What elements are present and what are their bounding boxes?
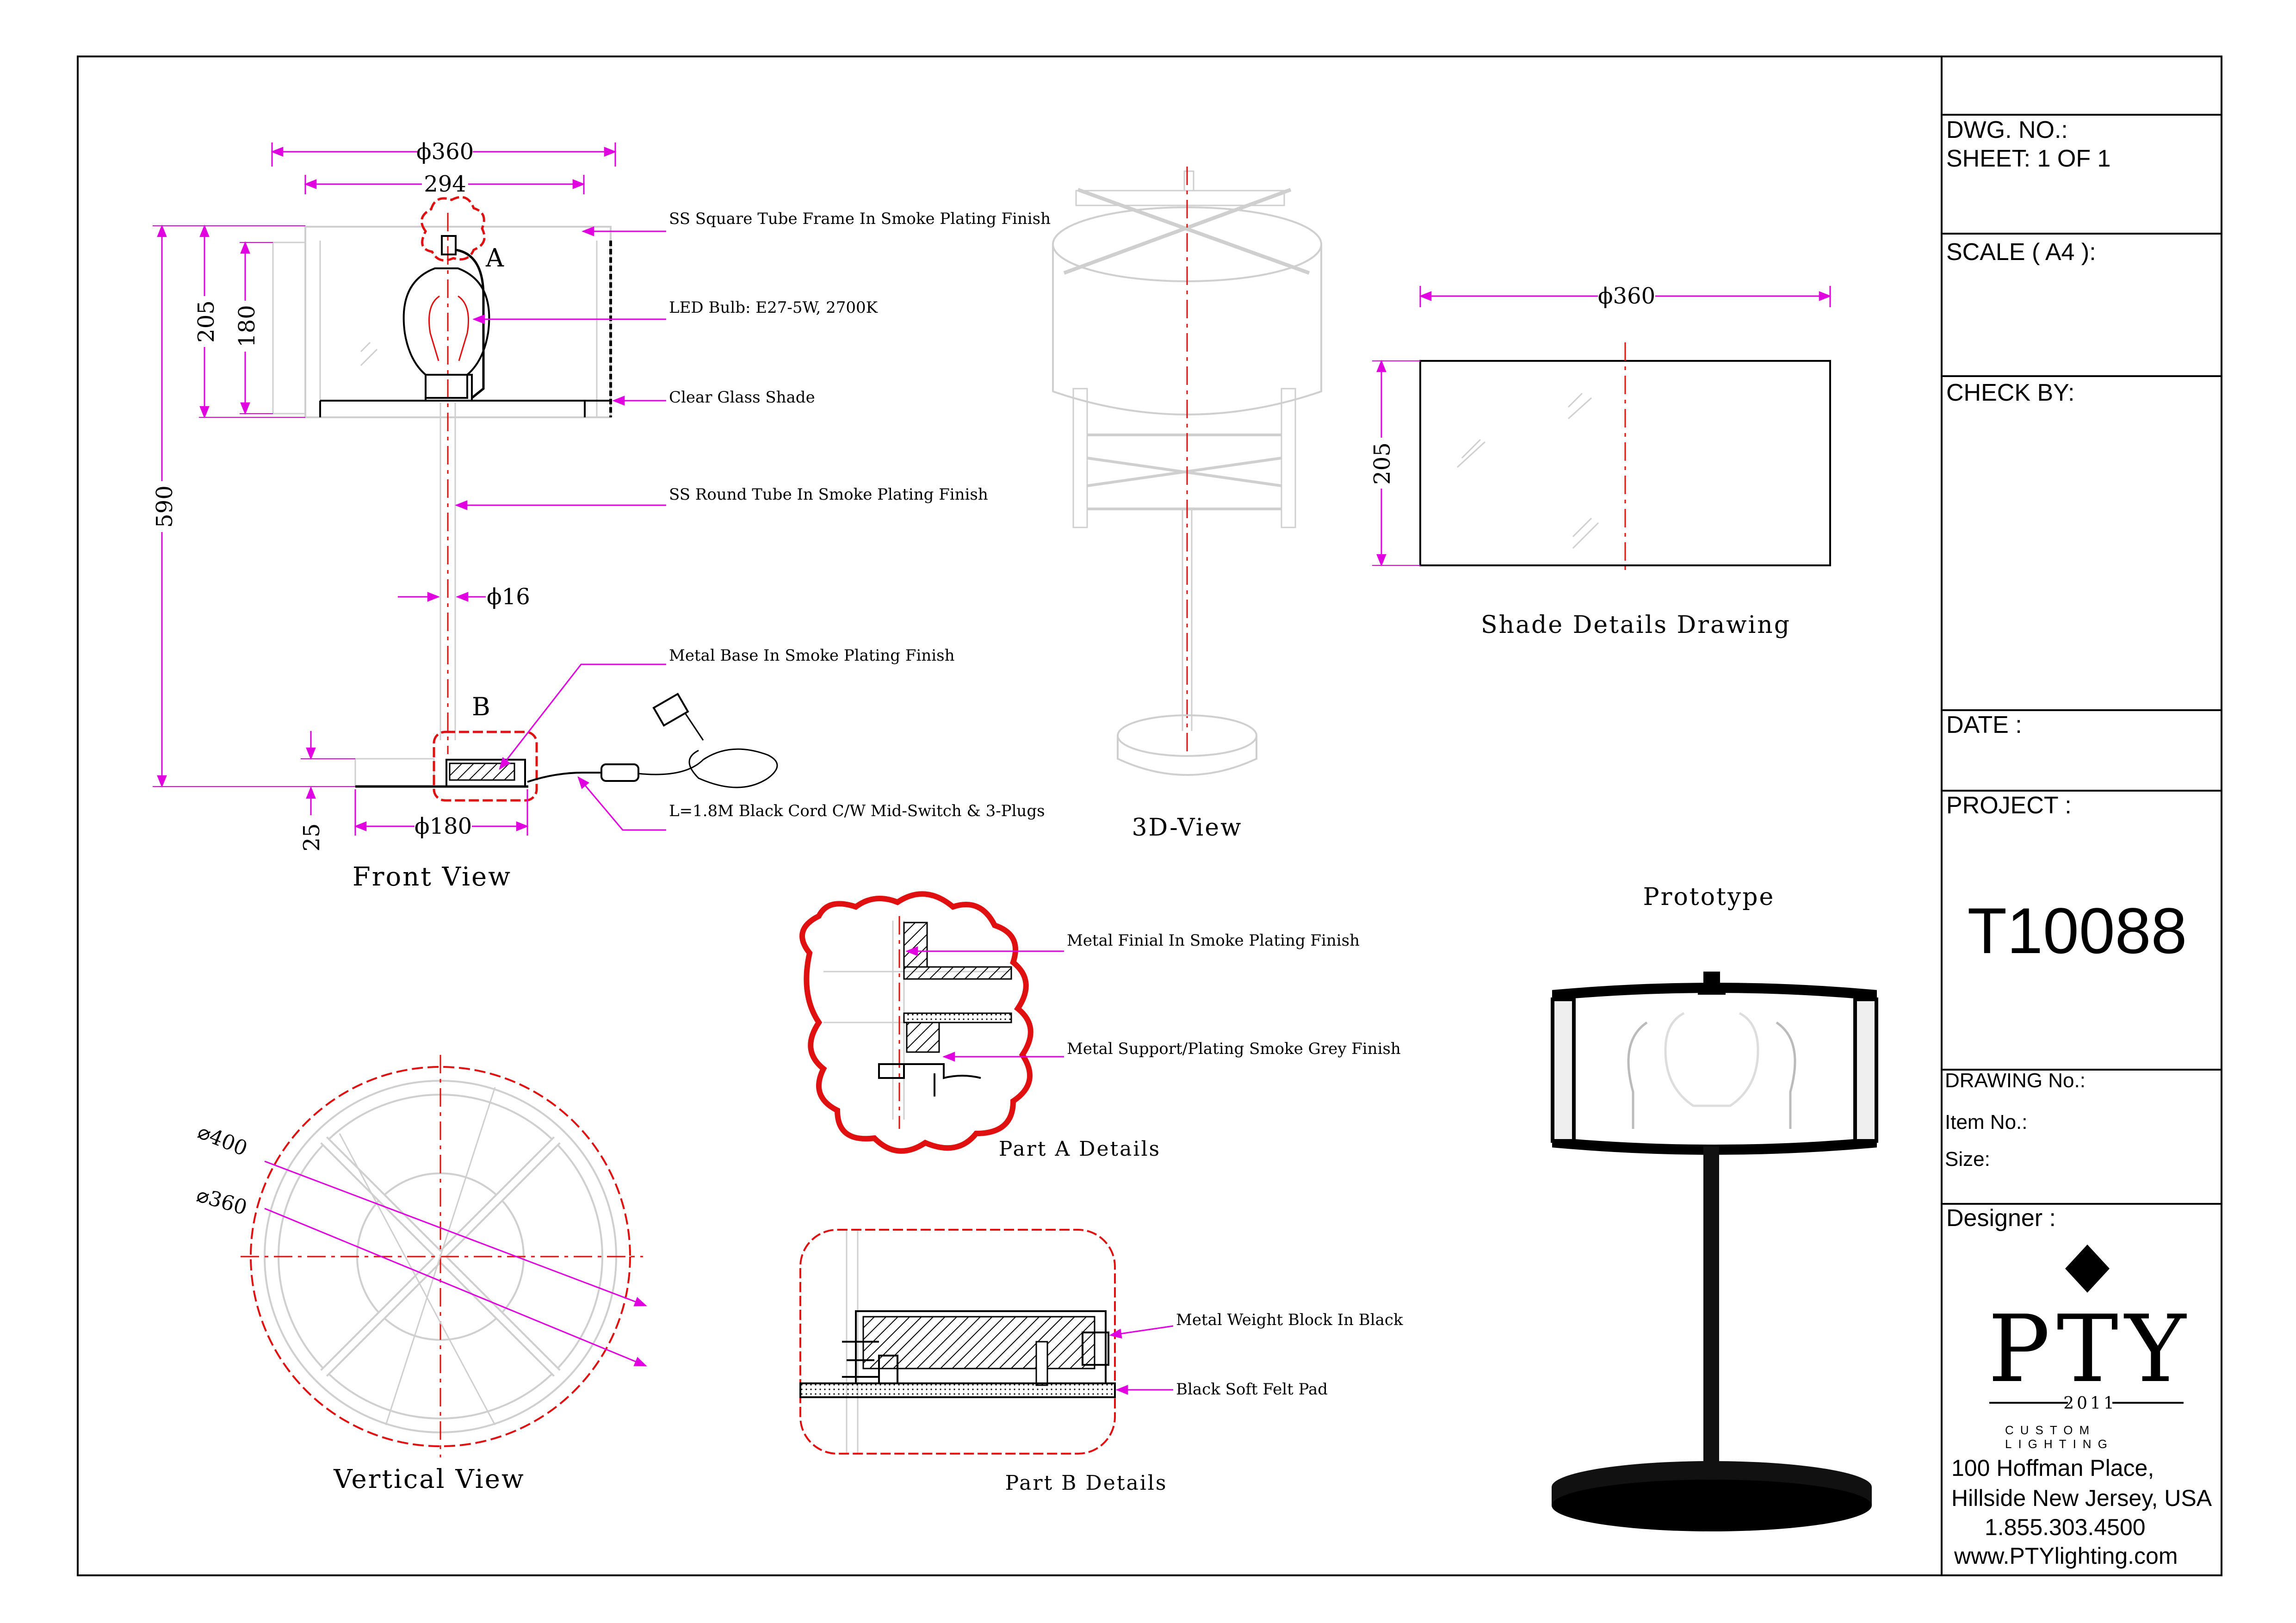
detail-marker-a: A — [485, 243, 504, 273]
title-block: DWG. NO.: SHEET: 1 OF 1 SCALE ( A4 ): CH… — [1942, 114, 2222, 1569]
dwg-no-label: DWG. NO.: — [1946, 117, 2068, 143]
callout-cord: L=1.8M Black Cord C/W Mid-Switch & 3-Plu… — [669, 802, 1045, 820]
dim-base-height: 25 — [299, 823, 325, 851]
shade-details: ϕ360 205 Shade Details Drawing — [1368, 283, 1832, 639]
callout-glass: Clear Glass Shade — [669, 388, 815, 407]
dim-inner-diameter: ⌀360 — [194, 1183, 249, 1220]
website: www.PTYlighting.com — [1954, 1543, 2178, 1569]
callout-frame: SS Square Tube Frame In Smoke Plating Fi… — [669, 210, 1051, 228]
view-3d-title: 3D-View — [1132, 814, 1242, 842]
logo-year: 2011 — [2063, 1394, 2117, 1413]
logo-text: PTY — [1988, 1295, 2192, 1403]
address-line-2: Hillside New Jersey, USA — [1951, 1485, 2212, 1511]
check-by-label: CHECK BY: — [1946, 379, 2074, 406]
dim-outer-diameter: ⌀400 — [194, 1120, 251, 1161]
shade-details-title: Shade Details Drawing — [1481, 611, 1791, 639]
date-label: DATE : — [1946, 712, 2022, 738]
logo-sub-custom: CUSTOM — [2005, 1423, 2096, 1437]
logo-diamond-icon — [2065, 1245, 2110, 1293]
front-view: ϕ360 294 590 205 180 ϕ16 25 ϕ180 A B — [149, 139, 1051, 892]
address-line-1: 100 Hoffman Place, — [1951, 1455, 2154, 1481]
prototype-title: Prototype — [1643, 883, 1775, 911]
callout-bulb: LED Bulb: E27-5W, 2700K — [669, 298, 878, 317]
part-a-details: Metal Finial In Smoke Plating Finish Met… — [799, 891, 1401, 1161]
dim-glass-height: 180 — [234, 305, 260, 347]
drawing-no-label: DRAWING No.: — [1945, 1069, 2086, 1092]
part-b-title: Part B Details — [1005, 1471, 1168, 1495]
project-code: T10088 — [1968, 894, 2187, 967]
logo-sub-lighting: LIGHTING — [2005, 1437, 2114, 1451]
callout-finial: Metal Finial In Smoke Plating Finish — [1067, 931, 1360, 950]
dim-tube: ϕ16 — [487, 584, 530, 610]
callout-support: Metal Support/Plating Smoke Grey Finish — [1067, 1040, 1401, 1058]
callout-tube: SS Round Tube In Smoke Plating Finish — [669, 485, 988, 504]
dim-shade-detail-height: 205 — [1369, 442, 1395, 485]
front-view-title: Front View — [353, 862, 512, 892]
dim-shade-diameter: ϕ360 — [416, 139, 474, 165]
dim-shade-detail-diameter: ϕ360 — [1598, 283, 1655, 309]
sheet-label: SHEET: 1 OF 1 — [1946, 145, 2110, 172]
detail-marker-b: B — [472, 692, 490, 721]
dim-base-diameter: ϕ180 — [415, 813, 472, 839]
size-label: Size: — [1945, 1148, 1990, 1171]
dim-frame-width: 294 — [424, 171, 466, 197]
vertical-view: ⌀400 ⌀360 Vertical View — [194, 1055, 647, 1494]
prototype: Prototype — [1551, 883, 1878, 1531]
callout-weight-block: Metal Weight Block In Black — [1176, 1311, 1403, 1329]
vertical-view-title: Vertical View — [333, 1464, 525, 1494]
callout-base: Metal Base In Smoke Plating Finish — [669, 646, 954, 665]
scale-label: SCALE ( A4 ): — [1946, 239, 2096, 266]
view-3d: 3D-View — [1052, 167, 1322, 842]
part-a-title: Part A Details — [999, 1137, 1161, 1161]
phone: 1.855.303.4500 — [1985, 1514, 2146, 1540]
dim-total-height: 590 — [152, 485, 178, 528]
part-b-details: Metal Weight Block In Black Black Soft F… — [799, 1229, 1403, 1495]
dim-shade-height: 205 — [193, 300, 219, 343]
designer-label: Designer : — [1946, 1205, 2056, 1232]
project-label: PROJECT : — [1946, 792, 2072, 819]
callout-felt-pad: Black Soft Felt Pad — [1176, 1380, 1328, 1399]
item-no-label: Item No.: — [1945, 1111, 2028, 1134]
sheet-border — [77, 56, 2222, 1576]
